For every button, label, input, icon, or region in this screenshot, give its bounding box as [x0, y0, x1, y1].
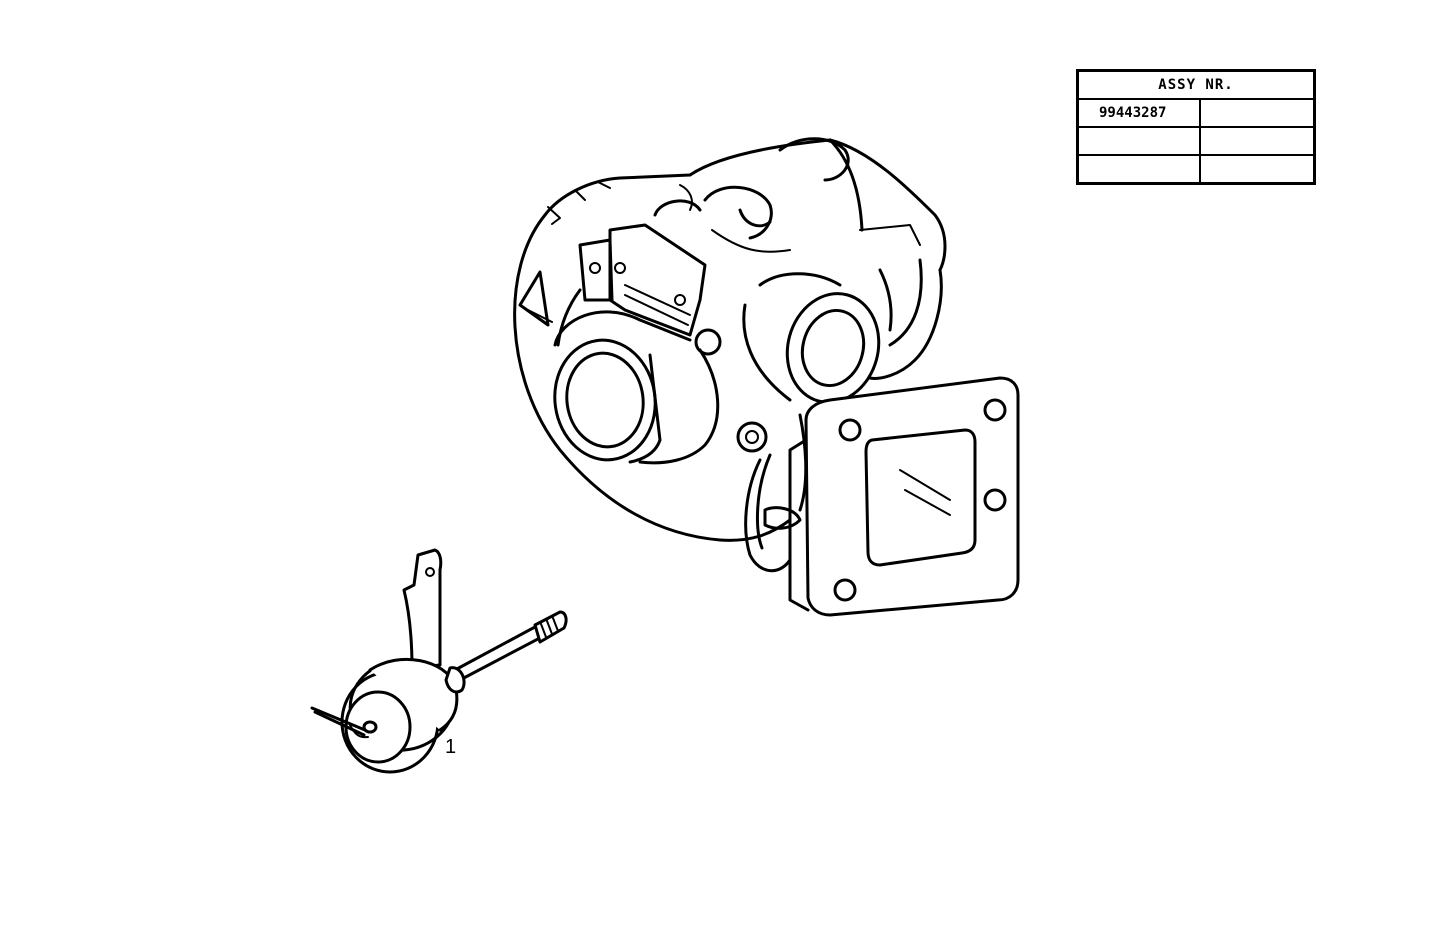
- assy-number-cell: 99443287: [1076, 98, 1201, 128]
- actuator-rod: [453, 618, 550, 672]
- assy-number-cell: [1076, 154, 1201, 185]
- assy-number-cell: [1076, 126, 1201, 156]
- bolt-head: [694, 328, 722, 356]
- turbine-flange: [804, 376, 1020, 617]
- wastegate-actuator-illustration: [310, 548, 568, 774]
- oil-line: [744, 458, 792, 573]
- assy-table-cell: [1199, 126, 1316, 156]
- turbocharger-illustration: [513, 137, 1020, 617]
- compressor-housing-outline: [513, 213, 792, 542]
- assy-table-row: [1076, 154, 1316, 185]
- assy-table-cell: [1199, 98, 1316, 128]
- assy-table-header: ASSY NR.: [1076, 69, 1316, 100]
- assy-table-row: 99443287: [1076, 98, 1316, 128]
- compressor-housing-top: [543, 173, 692, 217]
- assy-table-header-row: ASSY NR.: [1076, 69, 1316, 100]
- clamp-bracket: [608, 223, 707, 337]
- warning-triangle-icon: [518, 270, 550, 327]
- flange-bolt-hole: [838, 418, 862, 442]
- center-housing-top: [688, 138, 947, 272]
- callout-label-1: 1: [445, 736, 457, 758]
- assy-number-table: ASSY NR. 99443287: [1076, 69, 1316, 185]
- banjo-fitting: [736, 421, 768, 453]
- compressor-outlet: [785, 292, 881, 404]
- assy-table-cell: [1199, 154, 1316, 185]
- assy-table-row: [1076, 126, 1316, 156]
- actuator-lever: [402, 548, 443, 670]
